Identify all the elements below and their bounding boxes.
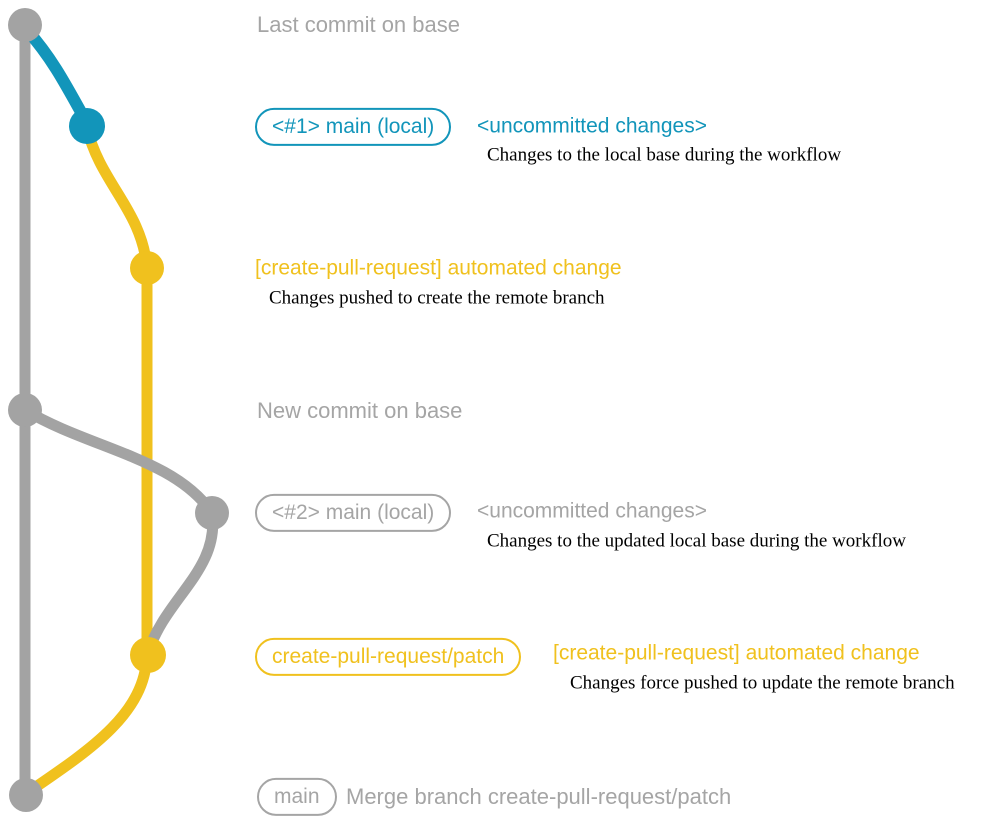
- label-automated-change-2: [create-pull-request] automated change: [553, 641, 920, 665]
- label-new-commit-on-base: New commit on base: [257, 397, 463, 423]
- commit-node-main-2: [195, 496, 229, 530]
- commit-node-automated-2: [130, 637, 166, 673]
- curve-main2-to-patch: [142, 507, 219, 659]
- label-uncommitted-changes-1: <uncommitted changes>: [477, 114, 707, 138]
- branch-badge-create-pull-request-patch: create-pull-request/patch: [255, 637, 522, 677]
- label-automated-change-1: [create-pull-request] automated change: [255, 256, 622, 280]
- desc-updated-local-base-changes: Changes to the updated local base during…: [487, 530, 906, 552]
- commit-node-merge: [9, 778, 43, 812]
- desc-local-base-changes: Changes to the local base during the wor…: [487, 144, 842, 166]
- branch-badge-main: main: [257, 777, 337, 817]
- commit-node-new-base: [8, 393, 42, 427]
- label-uncommitted-changes-2: <uncommitted changes>: [477, 499, 707, 523]
- local-main-curve: [21, 24, 93, 129]
- rebase-curve-to-main2: [19, 404, 218, 519]
- desc-force-pushed-update-remote: Changes force pushed to update the remot…: [570, 672, 955, 694]
- commit-node-last-base: [8, 8, 42, 42]
- label-merge-branch: Merge branch create-pull-request/patch: [346, 783, 732, 809]
- desc-pushed-create-remote: Changes pushed to create the remote bran…: [269, 287, 605, 309]
- commit-node-automated-1: [130, 251, 164, 285]
- branch-badge-main-local-2: <#2> main (local): [255, 493, 452, 533]
- label-last-commit-on-base: Last commit on base: [257, 11, 460, 37]
- branch-badge-main-local-1: <#1> main (local): [255, 107, 452, 147]
- commit-node-main-1: [69, 108, 105, 144]
